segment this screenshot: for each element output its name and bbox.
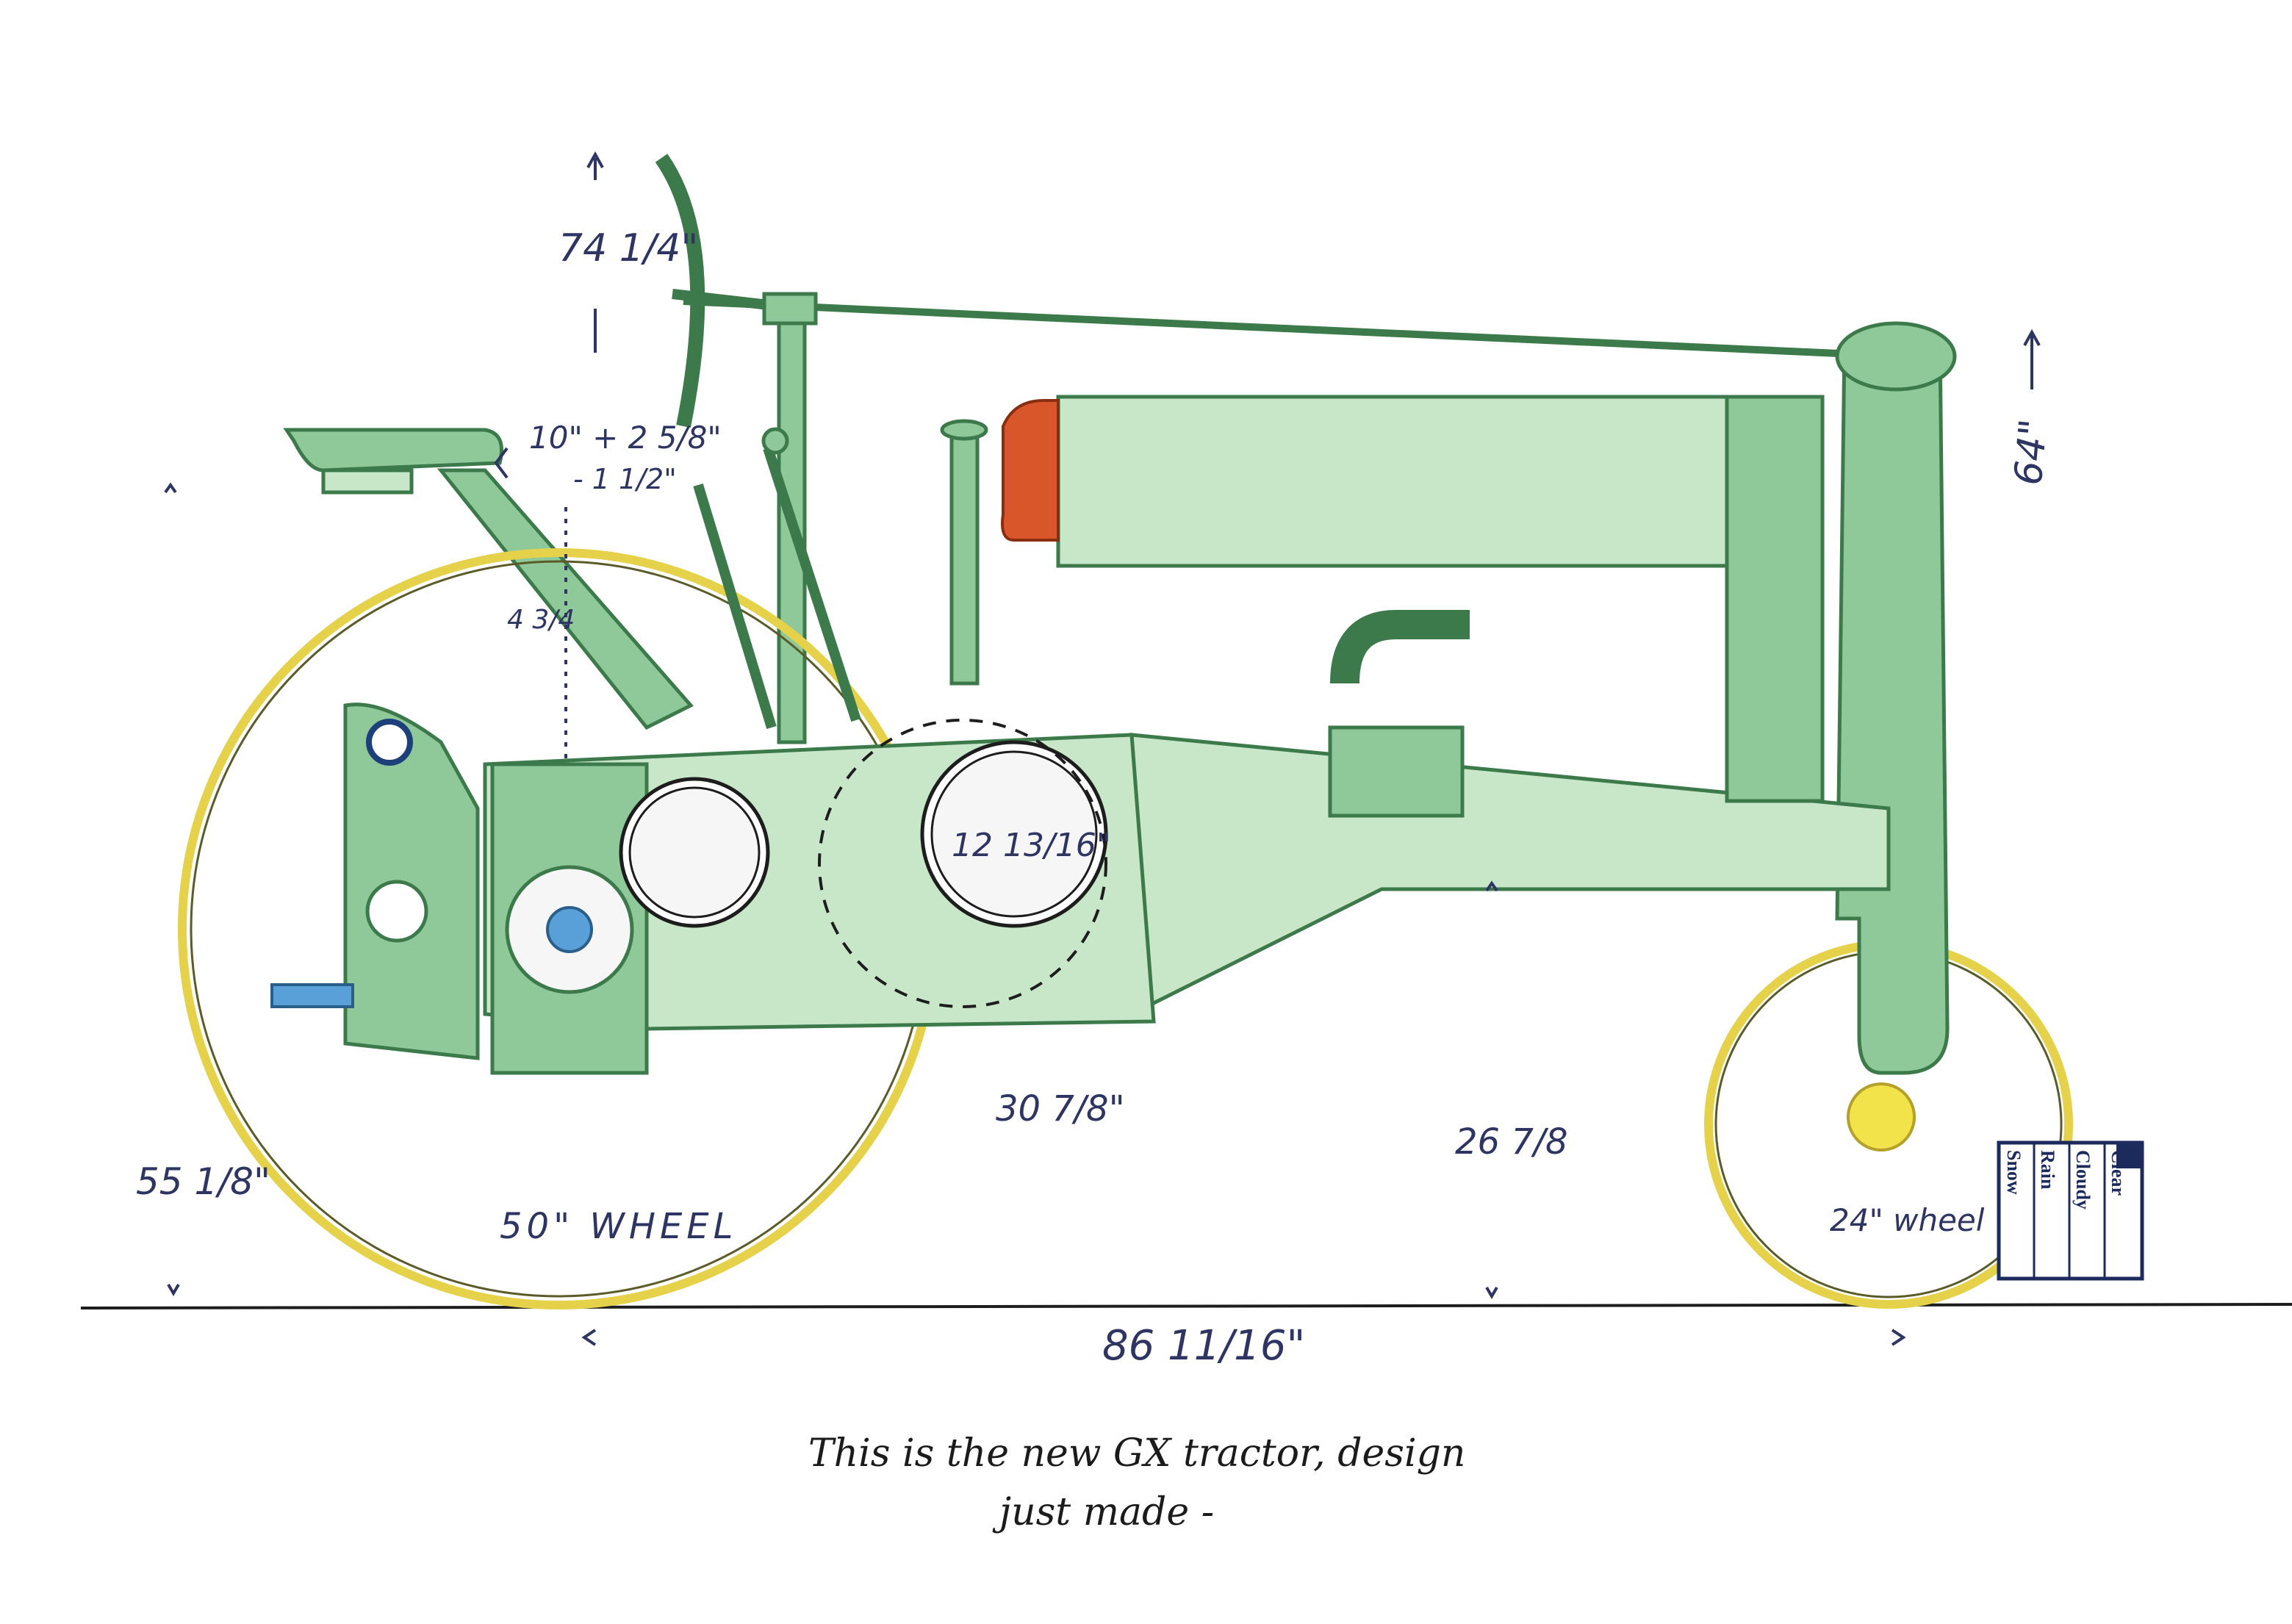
dim-seat-drop: 4 3/4 bbox=[507, 605, 575, 635]
rear-housing bbox=[343, 703, 480, 1060]
gear-lever bbox=[693, 483, 777, 730]
ground-line bbox=[80, 1303, 2292, 1309]
stamp-clear: Clear bbox=[2108, 1150, 2129, 1196]
intake-stack bbox=[949, 431, 980, 686]
label-rear-wheel: 50" WHEEL bbox=[500, 1206, 737, 1247]
dim-wheelbase: 86 11/16" bbox=[1102, 1322, 1305, 1370]
dim-seat-offset-sub: - 1 1/2" bbox=[573, 463, 677, 495]
dim-height-steering: 74 1/4" bbox=[558, 226, 698, 270]
handwritten-note-line1: This is the new GX tractor, design bbox=[808, 1431, 1465, 1476]
fuel-cap bbox=[1001, 399, 1060, 542]
stamp-snow: Snow bbox=[2003, 1150, 2025, 1195]
pto-shaft-end bbox=[546, 906, 593, 953]
dim-height-radiator: 64" bbox=[2006, 417, 2056, 487]
dim-rear-axle-height: 55 1/8" bbox=[136, 1160, 270, 1203]
stamp-rain: Rain bbox=[2037, 1150, 2058, 1190]
steering-rod bbox=[683, 298, 1904, 360]
front-pedestal bbox=[1835, 343, 1950, 1075]
seat bbox=[283, 428, 694, 730]
pto-shaft bbox=[270, 983, 354, 1008]
dim-seat-offset-main: 10" + 2 5/8" bbox=[529, 420, 722, 456]
dim-pulley-dia: 12 13/16" bbox=[952, 827, 1111, 864]
weather-stamp: Clear Cloudy Rain Snow bbox=[1997, 1140, 2144, 1281]
dim-belly-clearance: 30 7/8" bbox=[996, 1088, 1125, 1129]
dimension-marks bbox=[164, 151, 2041, 1346]
label-front-wheel: 24" wheel bbox=[1830, 1202, 1985, 1238]
front-hub bbox=[1847, 1082, 1916, 1151]
throttle-lever bbox=[763, 446, 861, 722]
dim-front-clearance: 26 7/8 bbox=[1455, 1121, 1568, 1163]
stamp-cloudy: Cloudy bbox=[2072, 1150, 2094, 1210]
hood bbox=[1056, 395, 1736, 568]
handwritten-note-line2: just made - bbox=[992, 1490, 1214, 1534]
